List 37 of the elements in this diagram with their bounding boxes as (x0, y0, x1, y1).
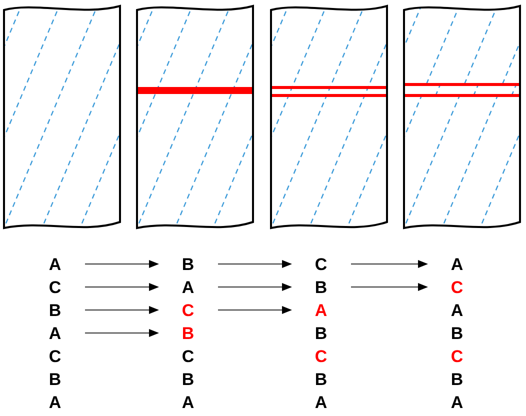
sequence-letter: C (311, 346, 331, 368)
sequence-letter: A (178, 277, 198, 299)
sequence-letter: A (311, 300, 331, 322)
sequence-letter: C (178, 300, 198, 322)
sequence-letter: C (311, 254, 331, 276)
sequence-letter: B (447, 323, 467, 345)
sequence-letter: B (45, 300, 65, 322)
arrow (218, 283, 292, 291)
sequence-letter: C (447, 277, 467, 299)
sequence-letter: C (178, 346, 198, 368)
sequence-letter: A (447, 300, 467, 322)
sequence-letter: A (45, 323, 65, 345)
sequence-letter: A (447, 392, 467, 414)
sequence-letter: B (447, 369, 467, 391)
arrow (84, 306, 159, 314)
arrow (84, 283, 159, 291)
arrow (84, 329, 159, 337)
sequence-letter: C (447, 346, 467, 368)
arrow (350, 260, 428, 268)
sequence-letter: B (45, 369, 65, 391)
sequence-letter: A (45, 392, 65, 414)
arrow (218, 260, 292, 268)
sequence-letter: B (311, 369, 331, 391)
sequence-letter: B (311, 323, 331, 345)
sequence-letter: A (45, 254, 65, 276)
arrow (218, 306, 292, 314)
arrow (84, 260, 159, 268)
sequence-letter: B (178, 254, 198, 276)
sequence-letter: C (45, 346, 65, 368)
arrow (350, 283, 428, 291)
sequence-letter: B (178, 323, 198, 345)
sequence-letter: A (447, 254, 467, 276)
sequence-letter: A (178, 392, 198, 414)
sequence-letter: B (178, 369, 198, 391)
sequence-letter: B (311, 277, 331, 299)
sequence-letter: C (45, 277, 65, 299)
sequence-letter: A (311, 392, 331, 414)
